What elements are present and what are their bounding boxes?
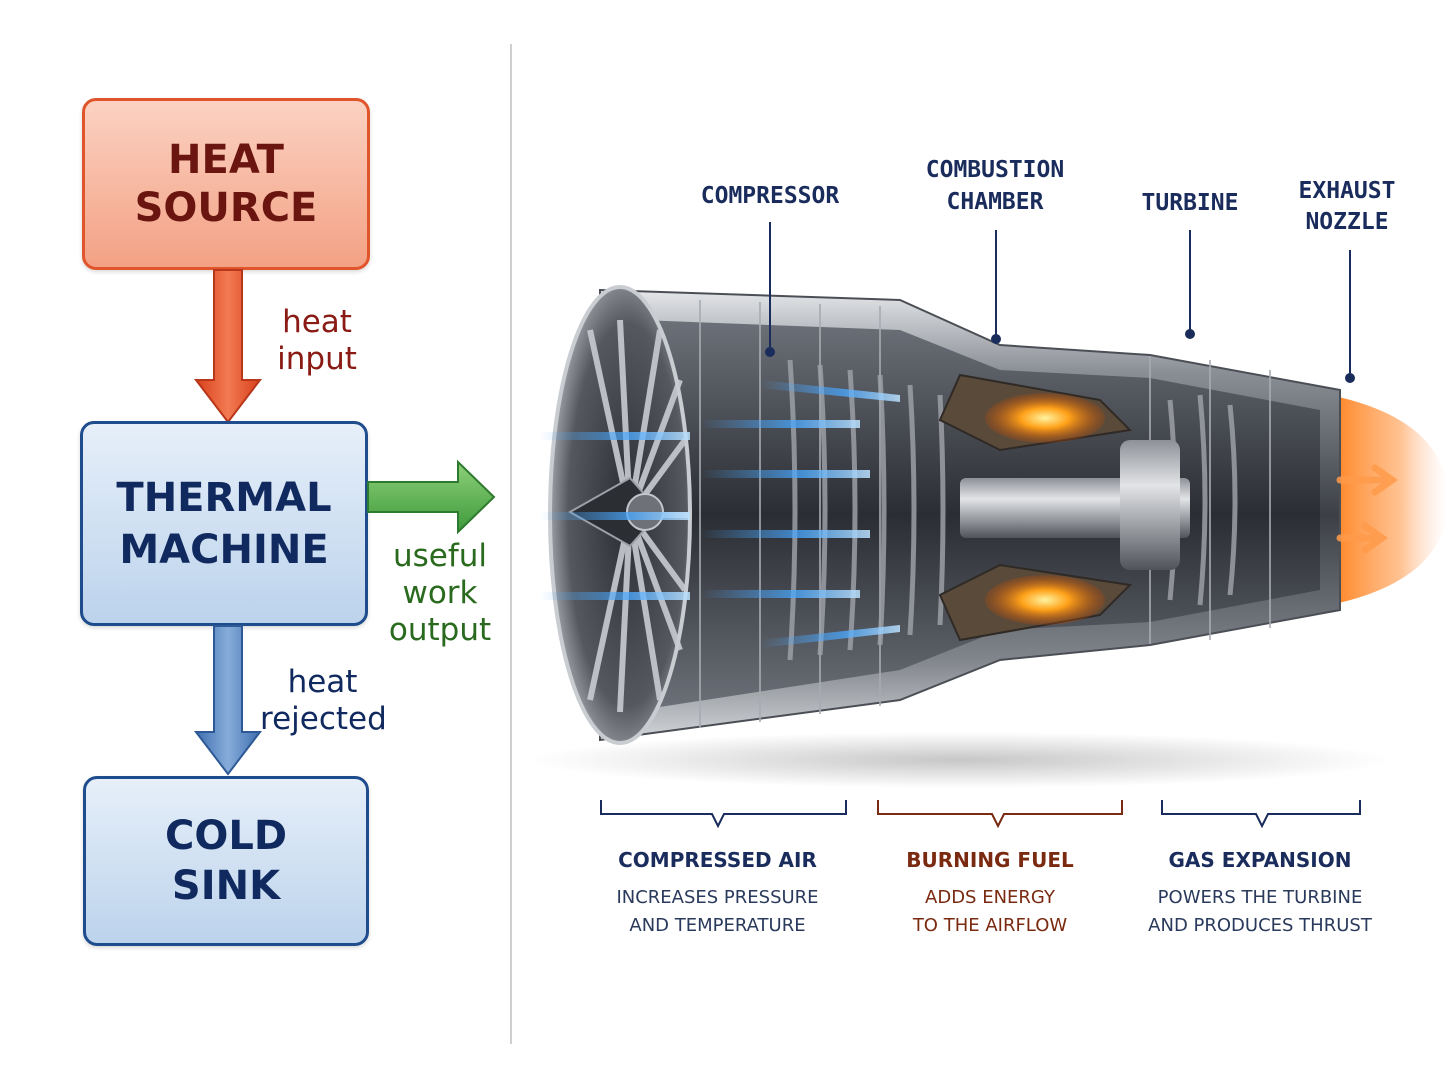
exhaust-line2: NOZZLE (1305, 209, 1389, 235)
turbine-text: TURBINE (1141, 190, 1239, 216)
stage-combustion-title: BURNING FUEL (906, 848, 1074, 872)
heat-input-label: heat input (272, 304, 362, 378)
stage-compression-line2: AND TEMPERATURE (629, 915, 806, 936)
exhaust-line1: EXHAUST (1298, 178, 1396, 204)
heat-rejected-arrow (193, 625, 263, 776)
stage-compression-line1: INCREASES PRESSURE (616, 887, 819, 908)
work-output-arrow (367, 459, 496, 535)
cold-sink-line1: COLD (164, 813, 288, 859)
thermal-machine-line2: MACHINE (119, 526, 329, 573)
heat-input-arrow (193, 269, 263, 424)
combustion-line2: CHAMBER (946, 189, 1044, 215)
heat-input-line1: heat (282, 304, 352, 340)
compressor-label: COMPRESSOR (680, 180, 860, 212)
heat-source-line2: SOURCE (134, 185, 318, 231)
combustion-label: COMBUSTION CHAMBER (900, 154, 1090, 218)
heat-input-line2: input (277, 341, 357, 377)
work-output-label: useful work output (385, 538, 495, 649)
cold-sink-line2: SINK (171, 863, 281, 909)
compressor-text: COMPRESSOR (700, 183, 840, 209)
exhaust-label: EXHAUST NOZZLE (1282, 176, 1412, 238)
stage-expansion-line1: POWERS THE TURBINE (1157, 887, 1363, 908)
work-output-line3: output (388, 612, 492, 648)
panel-divider (510, 44, 512, 1044)
stage-expansion-title: GAS EXPANSION (1168, 848, 1352, 872)
stage-compression-desc: INCREASES PRESSURE AND TEMPERATURE (600, 884, 835, 940)
heat-rejected-label: heat rejected (260, 664, 387, 738)
stage-combustion-line1: ADDS ENERGY (925, 887, 1055, 908)
heat-source-line1: HEAT (168, 137, 284, 183)
work-output-line2: work (402, 575, 478, 611)
stage-expansion-line2: AND PRODUCES THRUST (1148, 915, 1372, 936)
heat-rejected-line1: heat (287, 664, 358, 700)
cold-sink-box: COLD SINK (83, 776, 369, 946)
stage-combustion-line2: TO THE AIRFLOW (912, 915, 1068, 936)
heat-rejected-line2: rejected (260, 701, 387, 737)
combustion-line1: COMBUSTION (925, 157, 1065, 183)
stage-combustion-desc: ADDS ENERGY TO THE AIRFLOW (880, 884, 1100, 940)
thermal-machine-box: THERMAL MACHINE (80, 421, 368, 626)
stage-compression-title: COMPRESSED AIR (618, 848, 817, 872)
turbine-label: TURBINE (1130, 187, 1250, 219)
heat-source-box: HEAT SOURCE (82, 98, 370, 270)
work-output-line1: useful (392, 538, 488, 574)
stage-expansion-desc: POWERS THE TURBINE AND PRODUCES THRUST (1140, 884, 1380, 940)
thermal-machine-line1: THERMAL (116, 474, 332, 521)
